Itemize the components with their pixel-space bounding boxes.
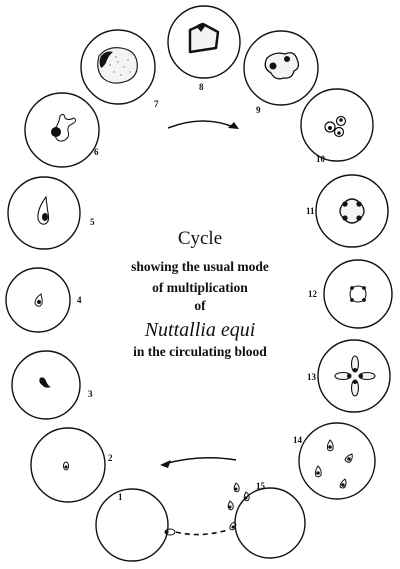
cell-5: 5: [7, 176, 95, 250]
cell-4-parasite: [34, 293, 43, 307]
dashed-connector: [175, 529, 229, 536]
cell-13-nuclei: [347, 368, 363, 384]
cell-7-nucleus: [99, 51, 113, 68]
cell-15: 15: [227, 481, 306, 559]
cell-12-number: 12: [308, 289, 318, 299]
cell-12-outline: [323, 259, 393, 329]
cell-9-parasite: [264, 52, 300, 80]
cell-2-number: 2: [108, 453, 113, 463]
cell-13-parasite: [334, 355, 376, 397]
cell-2-parasite: [63, 461, 69, 471]
caption-species: Nuttallia equi: [144, 319, 256, 341]
caption: Cycle showing the usual mode of multipli…: [131, 228, 269, 359]
cell-10-outline: [300, 88, 374, 162]
cell-10-nuclei: [328, 118, 343, 135]
cell-9-number: 9: [256, 105, 261, 115]
cell-10: 10: [300, 88, 374, 164]
cell-4-number: 4: [77, 295, 82, 305]
cell-5-parasite: [37, 195, 50, 225]
arrow-counter-head: [160, 460, 171, 468]
cell-12-nuclei: [350, 286, 366, 302]
cell-3-parasite: [39, 377, 51, 388]
arrow-clockwise: [167, 120, 239, 129]
cell-3-outline: [11, 350, 81, 420]
cell-7-outline: [80, 29, 156, 105]
cell-15-nuclei: [228, 487, 248, 529]
cell-9-nucleus-1: [269, 62, 277, 70]
cell-7-number: 7: [154, 99, 159, 109]
arrow-clockwise-head: [228, 122, 239, 129]
cell-15-number: 15: [256, 481, 266, 491]
cell-6-number: 6: [94, 147, 99, 157]
cell-11-nuclei: [342, 201, 362, 221]
arrow-counter-shaft: [163, 456, 237, 465]
cell-8-nucleus: [196, 23, 206, 32]
cell-14-nuclei: [316, 445, 351, 487]
cell-3: 3: [11, 350, 93, 420]
arrow-clockwise-shaft: [167, 120, 237, 129]
cell-15-merozoites: [227, 482, 250, 531]
caption-title: Cycle: [178, 228, 222, 249]
caption-line-2: of multiplication: [152, 280, 248, 295]
cell-11-outline: [315, 174, 389, 248]
cell-8-parasite: [188, 22, 220, 54]
cell-4: 4: [5, 267, 82, 333]
cell-3-number: 3: [88, 389, 93, 399]
cell-9: 9: [243, 30, 319, 115]
cell-4-nucleus: [37, 300, 41, 304]
cell-8: 8: [167, 5, 241, 92]
cell-5-number: 5: [90, 217, 95, 227]
cell-14-merozoites: [314, 439, 353, 489]
cell-2-nucleus: [64, 465, 68, 469]
arrow-counter: [160, 456, 237, 468]
caption-line-5: in the circulating blood: [133, 344, 267, 359]
cell-11: 11: [306, 174, 389, 248]
caption-line-1: showing the usual mode: [131, 259, 269, 274]
cell-9-outline: [243, 30, 319, 106]
cell-13: 13: [307, 339, 391, 413]
cell-9-nucleus-2: [284, 56, 290, 62]
cell-8-number: 8: [199, 82, 204, 92]
cell-11-number: 11: [306, 206, 315, 216]
cell-1-number: 1: [118, 492, 123, 502]
cell-6: 6: [24, 92, 100, 168]
cell-14: 14: [293, 422, 376, 500]
cell-1-nucleus: [165, 530, 169, 534]
cell-10-number: 10: [316, 154, 326, 164]
cell-8-outline: [167, 5, 241, 79]
cell-2-outline: [30, 427, 106, 503]
cell-1: 1: [95, 488, 176, 562]
caption-line-3: of: [194, 298, 206, 313]
cell-5-outline: [7, 176, 81, 250]
cell-14-outline: [298, 422, 376, 500]
cell-13-number: 13: [307, 372, 317, 382]
cell-12: 12: [308, 259, 393, 329]
cell-6-outline: [24, 92, 100, 168]
cell-2: 2: [30, 427, 113, 503]
cell-14-number: 14: [293, 435, 303, 445]
cell-7-granules: [109, 56, 131, 76]
cell-1-outline: [95, 488, 169, 562]
cell-10-parasite: [324, 115, 347, 138]
cell-6-nucleus: [51, 127, 61, 137]
cell-4-outline: [5, 267, 71, 333]
cell-7: 7: [80, 29, 159, 109]
cell-5-nucleus: [42, 213, 48, 221]
cell-13-outline: [317, 339, 391, 413]
cell-1-parasite: [164, 528, 176, 536]
